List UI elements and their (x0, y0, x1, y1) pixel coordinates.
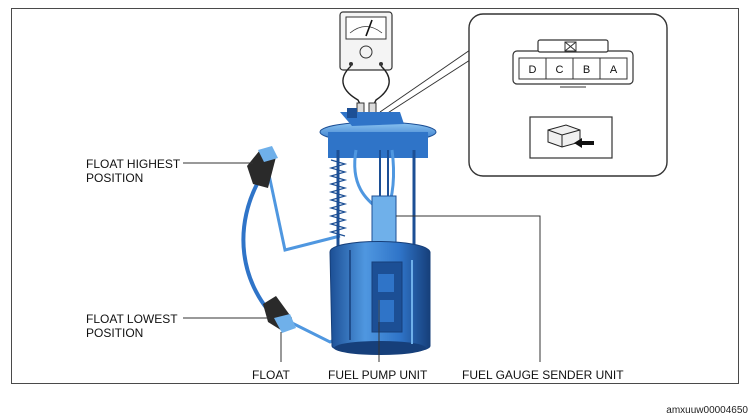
float-lowest (263, 296, 296, 333)
connector-pin: D (529, 64, 537, 76)
figure-code: amxuuw00004650 (666, 405, 748, 416)
label-float-highest-position: FLOAT HIGHEST POSITION (86, 157, 181, 185)
label-float: FLOAT (252, 368, 290, 382)
label-fuel-gauge-sender-unit: FUEL GAUGE SENDER UNIT (462, 368, 624, 382)
meter-leads (342, 65, 390, 116)
label-float-lowest-position: FLOAT LOWEST POSITION (86, 312, 178, 340)
multimeter (339, 11, 393, 71)
float-highest (247, 146, 278, 188)
connector-direction-inset (529, 116, 613, 159)
connector-pin: A (610, 64, 618, 76)
connector-pin: B (583, 64, 590, 76)
leader-lines (183, 162, 541, 362)
connector-pin: C (556, 64, 564, 76)
figure-frame (11, 8, 739, 384)
connector-face: D C B A (512, 39, 634, 88)
fuel-pump-unit (319, 108, 437, 355)
arrow-left-icon (574, 138, 594, 148)
label-fuel-pump-unit: FUEL PUMP UNIT (328, 368, 428, 382)
